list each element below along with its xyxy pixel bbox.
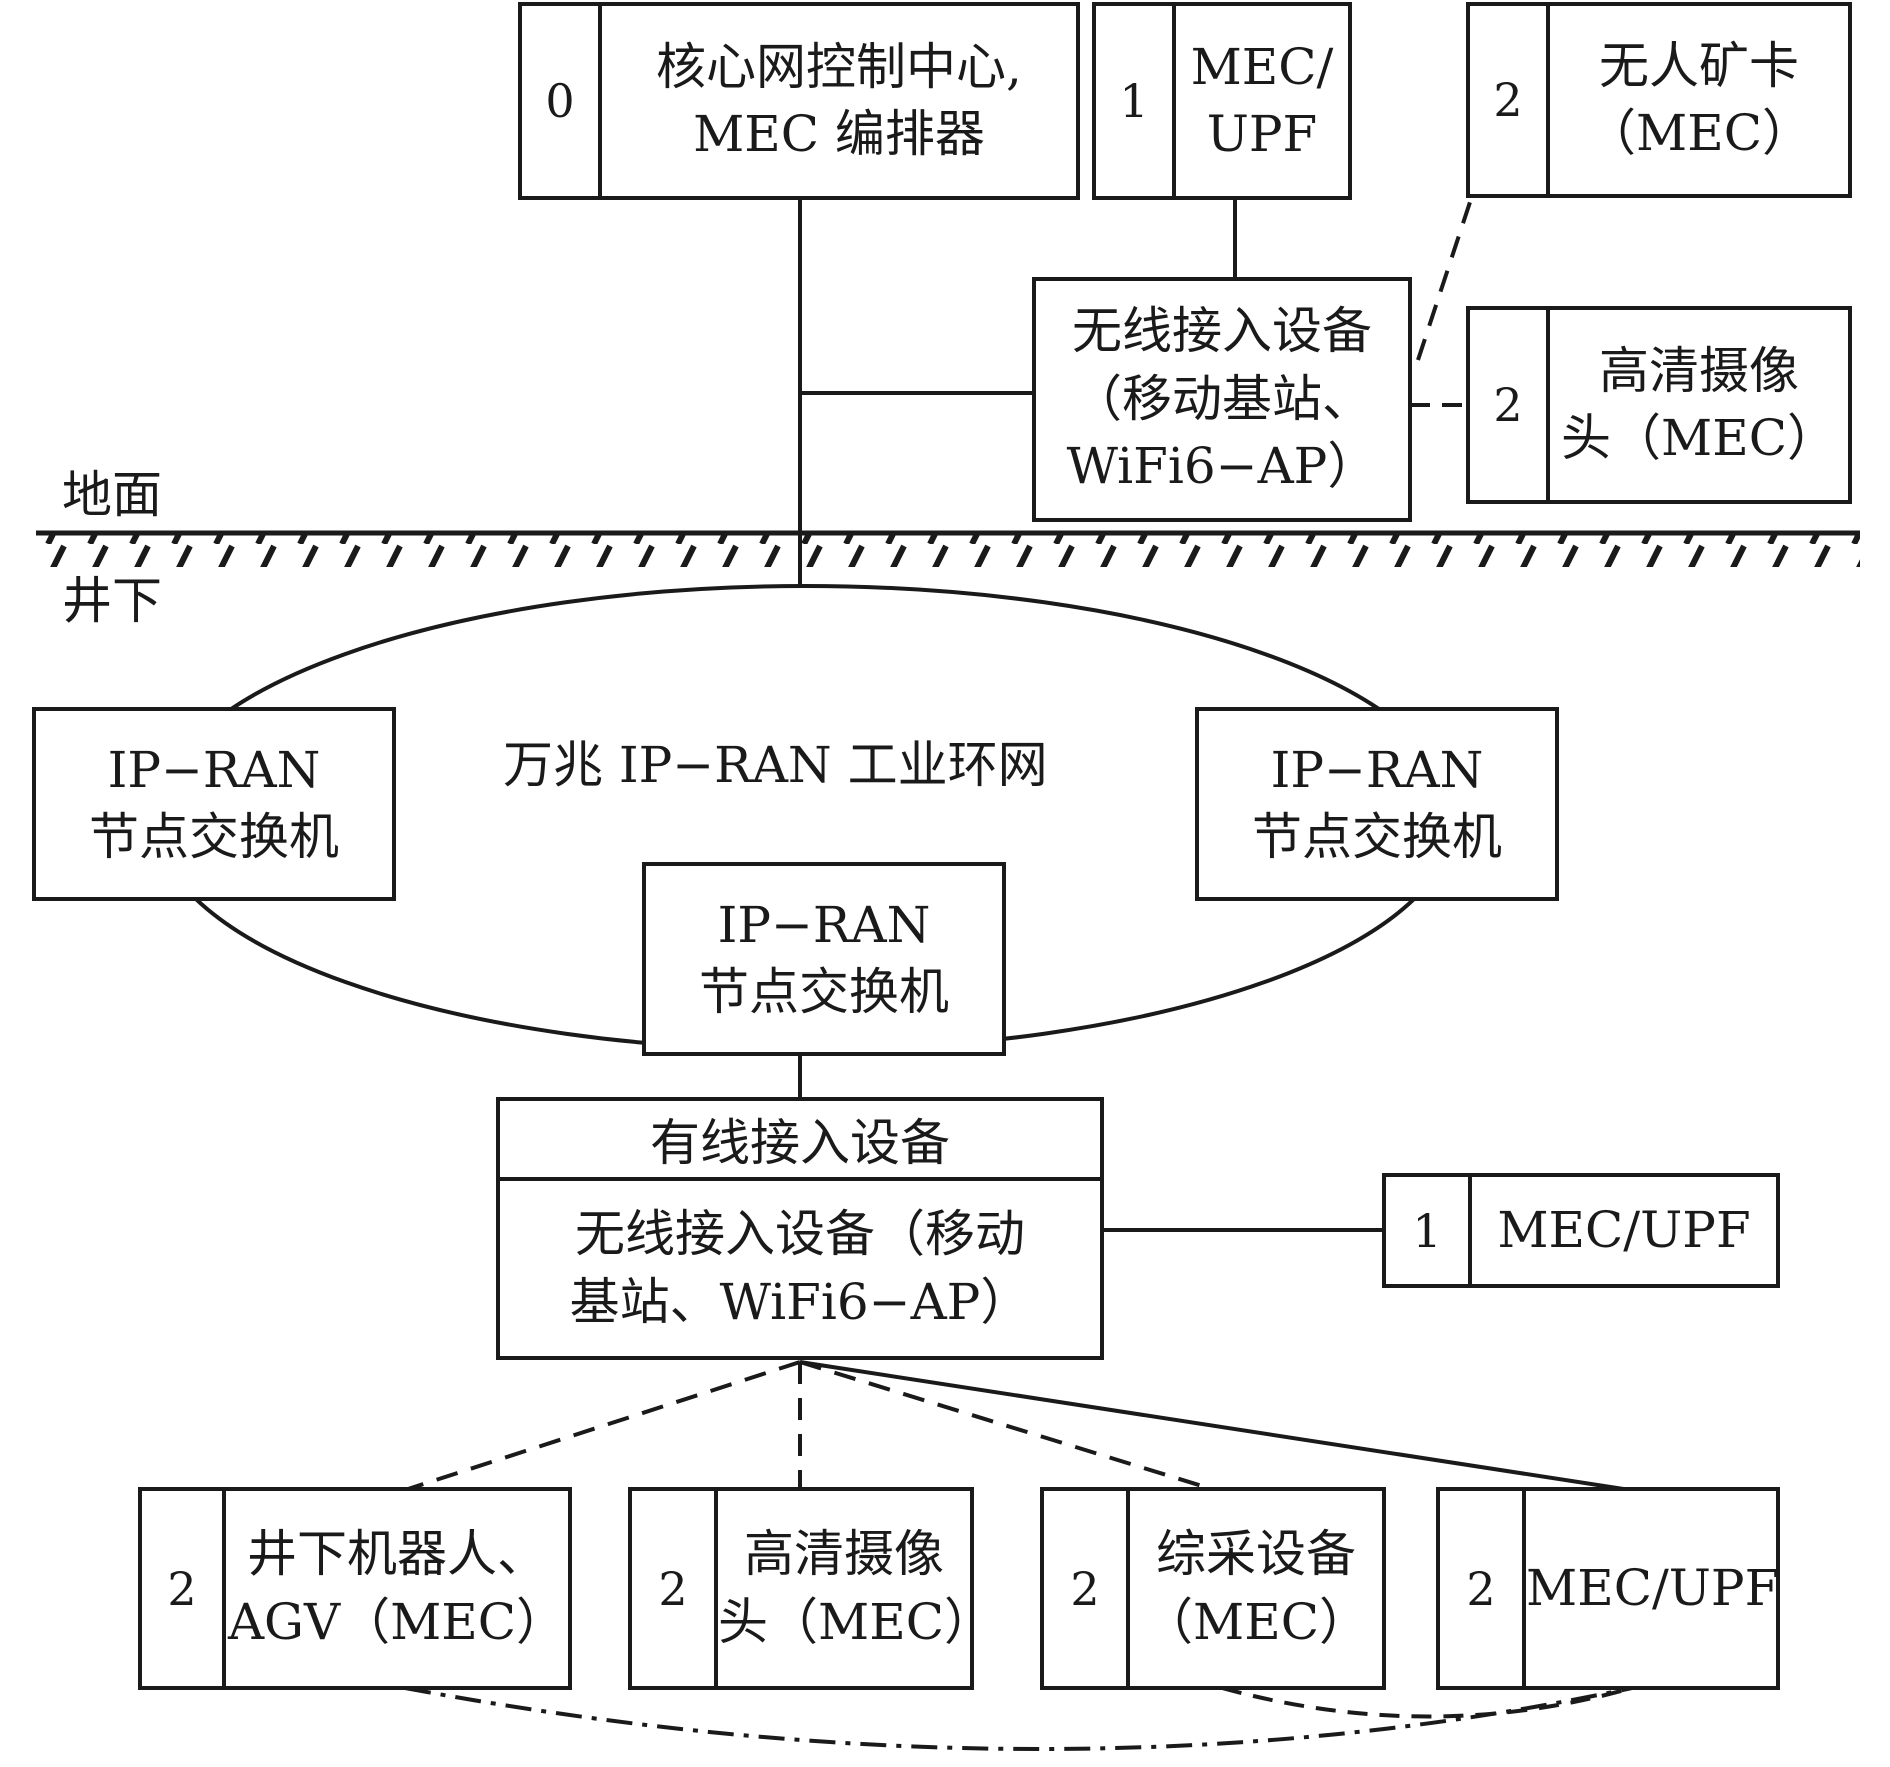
box-number: 2 — [1440, 1491, 1526, 1686]
box-text: 高清摄像 头（MEC） — [718, 1525, 994, 1651]
box-number: 2 — [1044, 1491, 1130, 1686]
box-number: 1 — [1386, 1177, 1472, 1284]
fan-mecupf-solid — [799, 1360, 1631, 1492]
box-text: MEC/UPF — [1497, 1200, 1751, 1259]
box-number: 2 — [1470, 310, 1550, 500]
wireless-to-truck-dashed — [1416, 195, 1474, 361]
box-number: 2 — [632, 1491, 718, 1686]
underground-mec-upf-box: 1 MEC/UPF — [1382, 1173, 1780, 1288]
box-text: 井下机器人、 AGV（MEC） — [227, 1525, 567, 1651]
ground-label: 地面 — [62, 466, 162, 524]
terminal-mining-equipment: 2 综采设备 （MEC） — [1040, 1487, 1386, 1690]
wired-access-label: 有线接入设备 — [500, 1101, 1100, 1181]
box-text: MEC/UPF — [1526, 1558, 1780, 1617]
box-number: 0 — [522, 6, 602, 196]
ip-ran-node-left: IP−RAN 节点交换机 — [32, 707, 396, 901]
box-text: 核心网控制中心, MEC 编排器 — [656, 37, 1022, 164]
fan-mining-dashed — [799, 1360, 1216, 1492]
wireless-access-label: 无线接入设备（移动 基站、WiFi6−AP） — [569, 1205, 1031, 1331]
box-text: 无人矿卡 （MEC） — [1586, 36, 1812, 163]
terminal-mec-upf: 2 MEC/UPF — [1436, 1487, 1780, 1690]
ground-hatch — [36, 535, 1860, 567]
underground-label: 井下 — [62, 572, 162, 630]
surface-mec-upf-box: 1 MEC/ UPF — [1092, 2, 1352, 200]
box-number: 1 — [1096, 6, 1176, 196]
box-text: 综采设备 （MEC） — [1143, 1525, 1369, 1651]
ip-ran-node-right: IP−RAN 节点交换机 — [1195, 707, 1559, 901]
core-control-center-box: 0 核心网控制中心, MEC 编排器 — [518, 2, 1080, 200]
underground-access-box: 有线接入设备 无线接入设备（移动 基站、WiFi6−AP） — [496, 1097, 1104, 1360]
robot-to-mecupf-dashdot — [404, 1686, 1633, 1751]
surface-wireless-access-box: 无线接入设备 （移动基站、 WiFi6−AP） — [1032, 277, 1412, 522]
box-number: 2 — [1470, 6, 1550, 194]
fan-robot-dashed — [404, 1360, 801, 1492]
surface-camera-box: 2 高清摄像 头（MEC） — [1466, 306, 1852, 504]
ip-ran-node-bottom: IP−RAN 节点交换机 — [642, 862, 1006, 1056]
box-text: 高清摄像 头（MEC） — [1561, 341, 1837, 468]
unmanned-truck-box: 2 无人矿卡 （MEC） — [1466, 2, 1852, 198]
box-number: 2 — [142, 1491, 226, 1686]
terminal-camera: 2 高清摄像 头（MEC） — [628, 1487, 994, 1690]
ring-label: 万兆 IP−RAN 工业环网 — [503, 736, 1048, 794]
box-text: MEC/ UPF — [1190, 37, 1334, 164]
terminal-robot-agv: 2 井下机器人、 AGV（MEC） — [138, 1487, 572, 1690]
mining-to-mecupf-dashed — [1221, 1686, 1633, 1719]
